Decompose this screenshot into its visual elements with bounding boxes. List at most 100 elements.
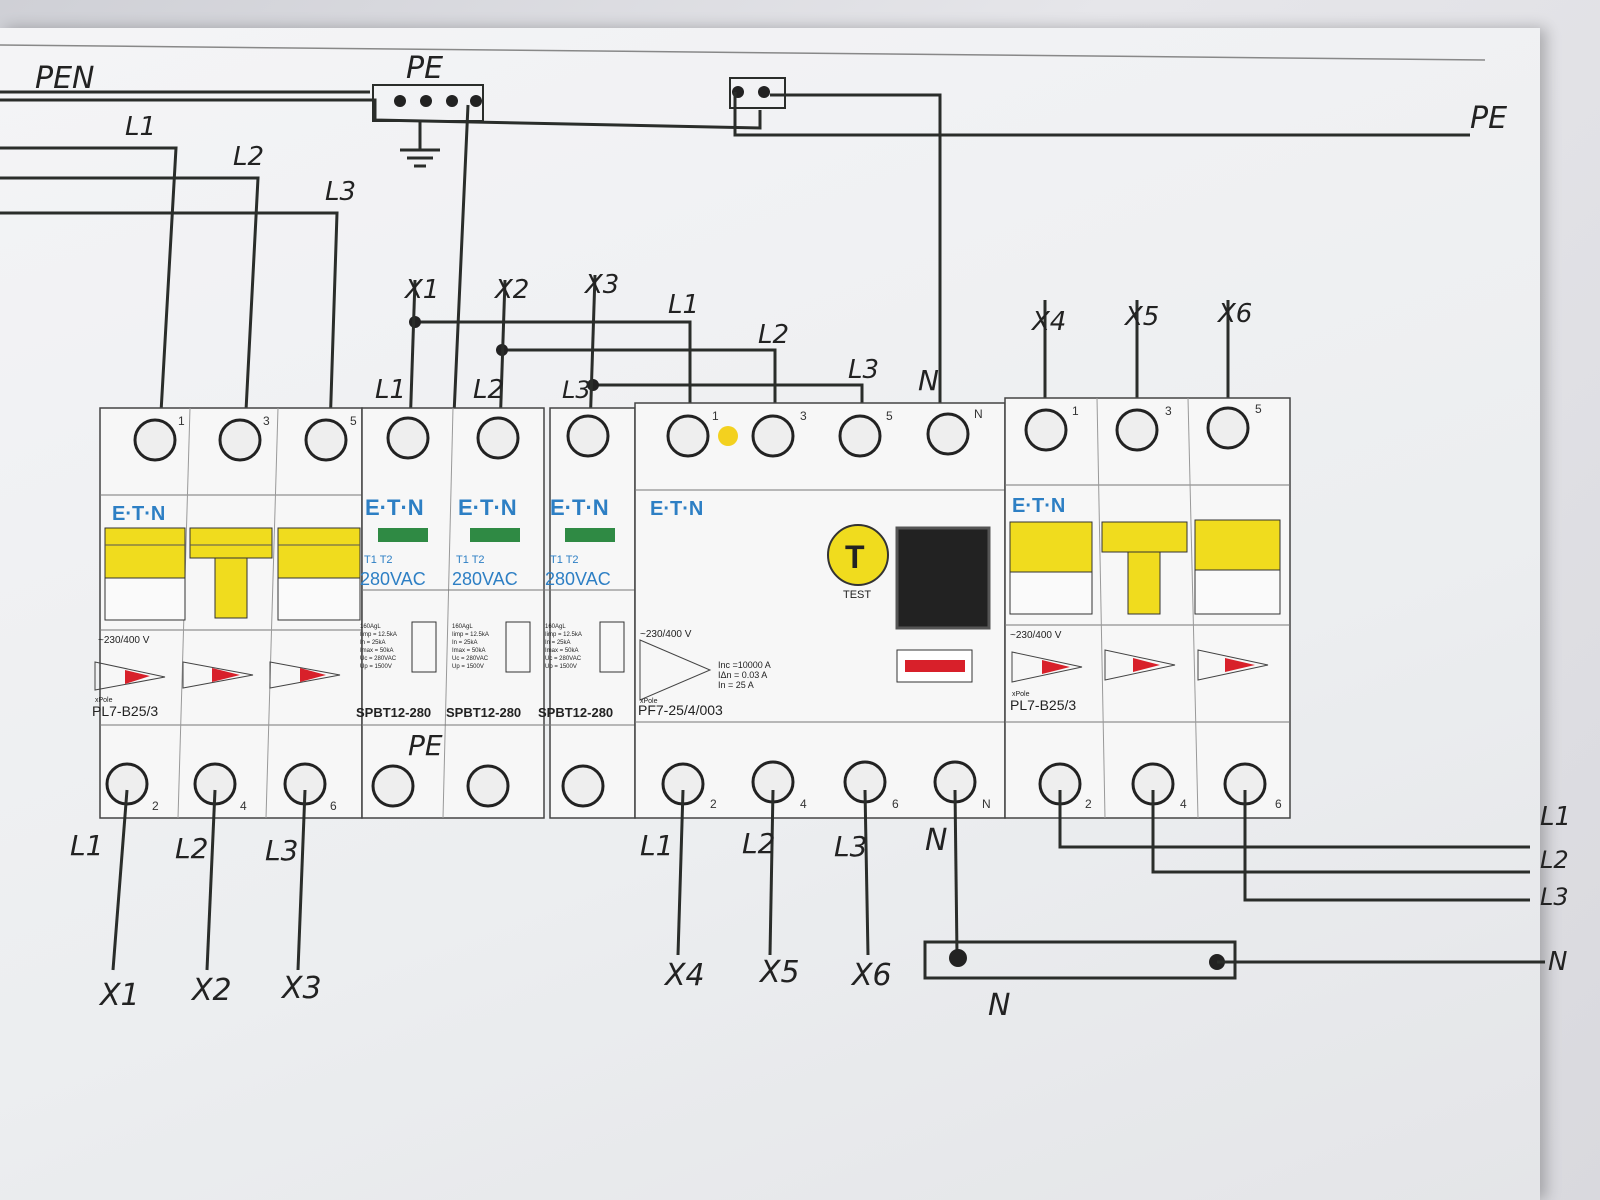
terminal-screw-icon — [1024, 408, 1068, 452]
l2-feed-wire — [0, 176, 260, 431]
mcb2-handles — [1009, 519, 1281, 683]
terminals-top — [133, 406, 1250, 462]
label-pe-top: PE — [406, 51, 443, 86]
pe-terminal-1 — [394, 95, 406, 107]
svg-text:5: 5 — [350, 414, 357, 428]
rcd-handle[interactable] — [895, 526, 991, 630]
svg-text:1: 1 — [712, 409, 719, 423]
terminal-screw-icon — [386, 416, 430, 460]
svg-text:6: 6 — [892, 797, 899, 811]
terminal-screw-icon — [304, 418, 348, 462]
pe2-terminal-block — [729, 77, 786, 109]
svg-text:PF7-25/4/003: PF7-25/4/003 — [638, 702, 723, 718]
svg-text:In = 25kA: In = 25kA — [360, 640, 386, 646]
svg-text:E·T·N: E·T·N — [650, 498, 703, 520]
svg-text:Uc = 280VAC: Uc = 280VAC — [360, 656, 397, 662]
terminal-screw-icon — [566, 414, 610, 458]
x5-bottom-wire — [768, 789, 775, 956]
svg-text:N: N — [982, 797, 991, 811]
svg-text:Imax = 50kA: Imax = 50kA — [360, 648, 394, 654]
svg-text:6: 6 — [1275, 797, 1282, 811]
label-rcd-out-n: N — [925, 823, 947, 858]
label-pe-spd: PE — [408, 729, 443, 762]
svg-text:In = 25kA: In = 25kA — [545, 640, 571, 646]
svg-text:In = 25 A: In = 25 A — [718, 680, 754, 690]
terminals-bottom — [105, 760, 1267, 808]
svg-text:1: 1 — [1072, 404, 1079, 418]
svg-text:~230/400 V: ~230/400 V — [640, 629, 692, 640]
spd-spec-block-1: 160AgL Iimp = 12.5kA In = 25kA Imax = 50… — [360, 624, 397, 670]
l1-feed-wire — [0, 146, 178, 431]
spd1-body — [361, 407, 545, 819]
svg-text:Iimp = 12.5kA: Iimp = 12.5kA — [360, 632, 397, 638]
mcb1-handle-2 — [189, 527, 273, 559]
spd-l1-bridge — [415, 320, 692, 430]
svg-text:Up = 1500V: Up = 1500V — [452, 664, 484, 670]
mcb1-handle-3 — [277, 527, 361, 579]
test-button[interactable] — [827, 524, 889, 586]
indicator-dot — [718, 426, 738, 446]
mcb2-handle-2 — [1101, 521, 1188, 553]
label-x2-bottom: X2 — [190, 973, 232, 1008]
x6-bottom-wire — [863, 789, 870, 956]
label-rcd-l3: L3 — [848, 355, 879, 385]
terminal-screw-icon — [666, 414, 710, 458]
mcb2-handle-1 — [1009, 521, 1093, 573]
label-n-busbar: N — [988, 988, 1010, 1023]
label-out-l1: L1 — [70, 829, 103, 862]
label-x4-top: X4 — [1030, 307, 1066, 337]
svg-text:160AgL: 160AgL — [360, 624, 381, 630]
label-right-n: N — [1548, 947, 1567, 977]
label-x3-bottom: X3 — [280, 971, 322, 1006]
svg-text:Uc = 280VAC: Uc = 280VAC — [452, 656, 489, 662]
svg-text:E·T·N: E·T·N — [365, 495, 424, 520]
svg-text:IΔn = 0.03 A: IΔn = 0.03 A — [718, 670, 767, 680]
svg-text:6: 6 — [330, 799, 337, 813]
svg-text:Up = 1500V: Up = 1500V — [360, 664, 392, 670]
x1-wire — [408, 279, 417, 431]
svg-text:E·T·N: E·T·N — [458, 495, 517, 520]
n-feed-wire — [770, 93, 942, 430]
svg-text:Imax = 50kA: Imax = 50kA — [452, 648, 486, 654]
svg-text:2: 2 — [1085, 797, 1092, 811]
label-rcd-out-l1: L1 — [640, 829, 673, 862]
n-busbar — [923, 940, 1237, 980]
svg-text:Up = 1500V: Up = 1500V — [545, 664, 577, 670]
terminal-screw-icon — [751, 414, 795, 458]
label-l2-top: L2 — [233, 142, 264, 172]
label-rcd-l1: L1 — [668, 290, 699, 320]
svg-text:3: 3 — [1165, 404, 1172, 418]
svg-text:Imax = 50kA: Imax = 50kA — [545, 648, 579, 654]
label-spd-l2: L2 — [473, 375, 504, 405]
terminal-screw-icon — [926, 412, 970, 456]
label-rcd-out-l3: L3 — [834, 830, 867, 863]
x4-bottom-wire — [676, 789, 685, 956]
svg-text:~230/400 V: ~230/400 V — [1010, 630, 1062, 641]
label-spd-l3: L3 — [562, 376, 591, 404]
svg-text:T: T — [845, 539, 865, 575]
mcb2-handle-3 — [1194, 519, 1281, 571]
label-right-l2: L2 — [1540, 846, 1569, 874]
svg-text:xPole: xPole — [1012, 691, 1030, 698]
svg-text:E·T·N: E·T·N — [112, 503, 165, 525]
svg-text:5: 5 — [1255, 402, 1262, 416]
mcb1-handle-1 — [104, 527, 186, 579]
label-rcd-out-l2: L2 — [742, 827, 775, 860]
svg-text:280VAC: 280VAC — [545, 569, 611, 589]
svg-text:SPBT12-280: SPBT12-280 — [538, 705, 613, 720]
svg-text:Iimp = 12.5kA: Iimp = 12.5kA — [452, 632, 489, 638]
pen-wire — [0, 98, 762, 130]
terminal-screw-icon — [476, 416, 520, 460]
label-spd-l1: L1 — [375, 375, 406, 405]
ground-icon — [400, 120, 440, 168]
svg-text:E·T·N: E·T·N — [550, 495, 609, 520]
spd-faces — [378, 528, 615, 542]
page-rule — [0, 44, 1486, 61]
svg-text:Uc = 280VAC: Uc = 280VAC — [545, 656, 582, 662]
svg-text:xPole: xPole — [95, 697, 113, 704]
x3-bottom-wire — [296, 789, 307, 971]
svg-text:PL7-B25/3: PL7-B25/3 — [92, 703, 158, 719]
svg-text:4: 4 — [800, 797, 807, 811]
svg-text:4: 4 — [1180, 797, 1187, 811]
x2-bottom-wire — [205, 789, 217, 971]
